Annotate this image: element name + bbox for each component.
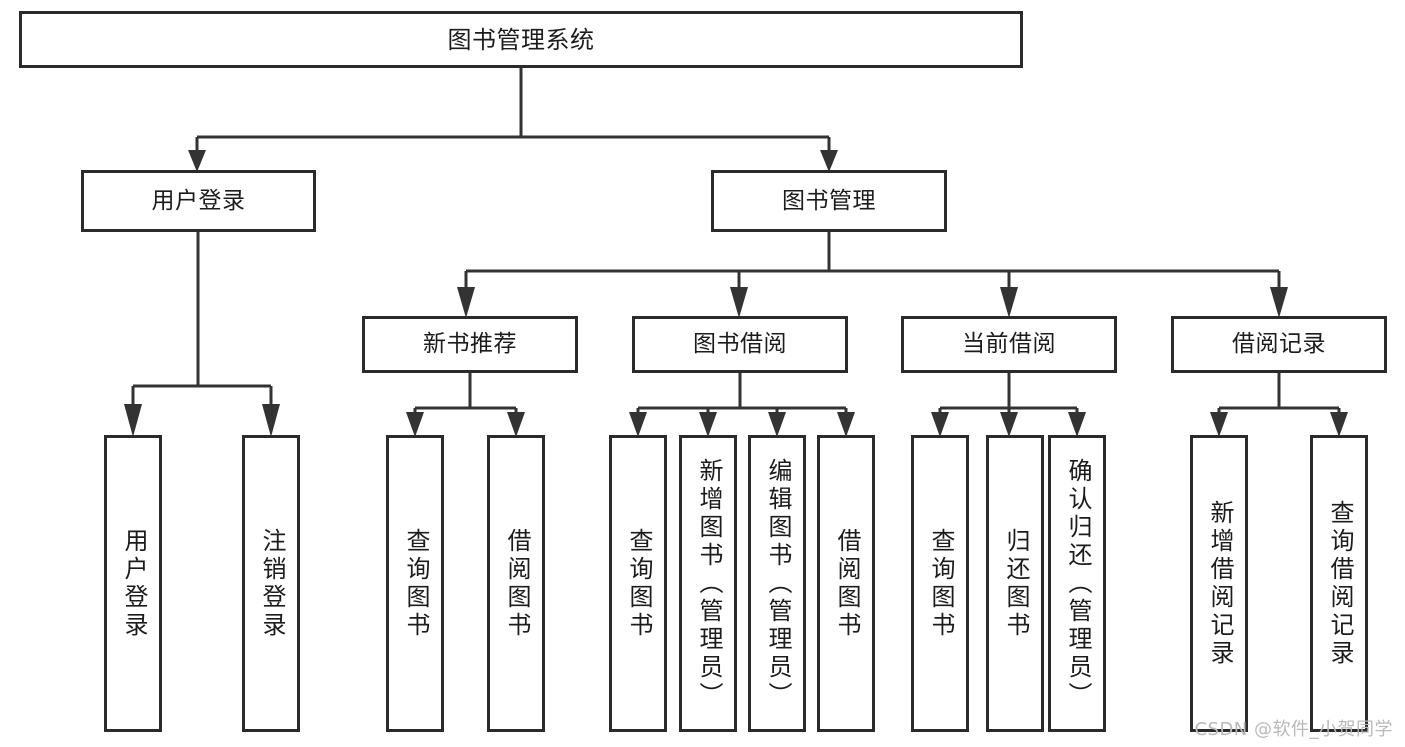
node-user-login[interactable]: 用户登录: [81, 170, 316, 232]
leaf-add-record-label: 新增借阅记录: [1205, 499, 1234, 668]
leaf-user-login[interactable]: 用户登录: [104, 435, 162, 732]
leaf-borrow-book[interactable]: 借阅图书: [817, 435, 875, 732]
leaf-borrow-book-rec[interactable]: 借阅图书: [487, 435, 545, 732]
node-book-manage-label: 图书管理: [782, 187, 876, 214]
node-root-label: 图书管理系统: [447, 25, 595, 54]
leaf-logout[interactable]: 注销登录: [242, 435, 300, 732]
leaf-return-book-label: 归还图书: [1001, 527, 1030, 640]
node-book-borrow[interactable]: 图书借阅: [632, 316, 848, 373]
leaf-confirm-return-label: 确认归还（管理员）: [1063, 457, 1092, 710]
node-book-manage[interactable]: 图书管理: [711, 170, 947, 232]
node-root[interactable]: 图书管理系统: [19, 11, 1023, 68]
node-current-borrow[interactable]: 当前借阅: [901, 316, 1117, 373]
leaf-add-book-label: 新增图书（管理员）: [694, 457, 723, 710]
watermark: CSDN @软件_小贺同学: [1194, 719, 1393, 740]
leaf-query-book-rec[interactable]: 查询图书: [386, 435, 444, 732]
node-user-login-label: 用户登录: [151, 187, 246, 214]
leaf-add-book[interactable]: 新增图书（管理员）: [679, 435, 737, 732]
leaf-edit-book[interactable]: 编辑图书（管理员）: [748, 435, 806, 732]
edge-currentborrow-to-leaves: [931, 373, 1086, 437]
leaf-query-record[interactable]: 查询借阅记录: [1310, 435, 1368, 732]
edge-bookmanage-to-level2: [457, 232, 1288, 318]
leaf-borrow-book-rec-label: 借阅图书: [502, 527, 531, 640]
leaf-logout-label: 注销登录: [257, 527, 286, 640]
leaf-confirm-return[interactable]: 确认归还（管理员）: [1048, 435, 1106, 732]
node-new-book-rec[interactable]: 新书推荐: [362, 316, 578, 373]
edge-userlogin-to-leaves: [124, 232, 280, 437]
node-borrow-record-label: 借阅记录: [1232, 331, 1326, 358]
node-borrow-record[interactable]: 借阅记录: [1171, 316, 1387, 373]
edge-bookborrow-to-leaves: [629, 373, 855, 437]
leaf-query-book-rec-label: 查询图书: [401, 527, 430, 640]
leaf-query-book-borrow-label: 查询图书: [624, 527, 653, 640]
leaf-query-book-borrow[interactable]: 查询图书: [609, 435, 667, 732]
leaf-add-record[interactable]: 新增借阅记录: [1190, 435, 1248, 732]
leaf-user-login-label: 用户登录: [119, 527, 148, 640]
edge-newbook-to-leaves: [406, 373, 525, 437]
node-book-borrow-label: 图书借阅: [693, 331, 787, 358]
leaf-return-book[interactable]: 归还图书: [986, 435, 1044, 732]
leaf-query-record-label: 查询借阅记录: [1325, 499, 1354, 668]
edge-borrowrecord-to-leaves: [1210, 373, 1348, 437]
leaf-query-book-cur[interactable]: 查询图书: [911, 435, 969, 732]
node-current-borrow-label: 当前借阅: [962, 331, 1056, 358]
edge-root-to-level1: [188, 68, 838, 172]
leaf-borrow-book-label: 借阅图书: [832, 527, 861, 640]
leaf-query-book-cur-label: 查询图书: [926, 527, 955, 640]
node-new-book-rec-label: 新书推荐: [423, 331, 517, 358]
leaf-edit-book-label: 编辑图书（管理员）: [763, 457, 792, 710]
